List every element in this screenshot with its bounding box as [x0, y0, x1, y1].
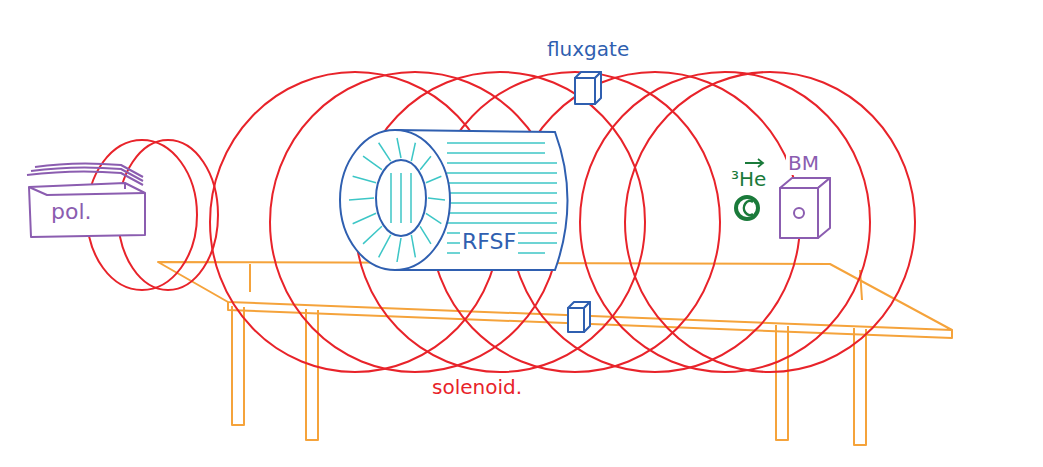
sheet-line — [35, 163, 143, 177]
box-edge — [29, 183, 145, 195]
field-line — [353, 176, 376, 182]
sensor-front — [568, 308, 584, 332]
solenoid — [210, 72, 915, 372]
field-line — [447, 202, 557, 204]
field-line — [447, 172, 557, 174]
box-window — [794, 208, 804, 218]
field-line — [426, 176, 441, 182]
spin-flipper: RFSF — [335, 125, 580, 275]
beam-monitor: BM — [772, 152, 836, 242]
table-top — [158, 262, 952, 330]
cell-inner — [744, 201, 753, 215]
field-line — [411, 143, 415, 161]
box-front — [780, 188, 818, 238]
field-line — [379, 235, 391, 257]
box-outline — [29, 183, 145, 237]
fluxgate-sensor — [568, 302, 590, 332]
solenoid-ring — [580, 72, 870, 372]
field-line — [379, 143, 391, 161]
field-line — [353, 213, 376, 223]
field-line — [411, 235, 415, 257]
field-line — [447, 222, 557, 224]
field-line — [428, 198, 445, 200]
table-leg — [776, 325, 788, 440]
field-line — [363, 156, 382, 170]
table-leg — [854, 328, 866, 445]
field-line — [349, 198, 374, 200]
cell-circle — [736, 197, 758, 219]
table-leg — [232, 306, 244, 425]
field-line — [420, 226, 431, 244]
solenoid-label: solenoid. — [430, 376, 524, 399]
polarization-arrow — [745, 159, 763, 167]
cylinder-bore — [376, 160, 426, 236]
field-line — [363, 226, 382, 244]
helium-cell: ³He — [725, 158, 775, 228]
cylinder-front — [340, 130, 450, 270]
field-line — [397, 238, 401, 262]
field-line — [426, 213, 441, 223]
node-label: ³He — [729, 168, 768, 191]
node-label: BM — [786, 152, 821, 175]
node-label: RFSF — [460, 229, 518, 254]
node-label: fluxgate — [545, 38, 631, 61]
solenoid-ring — [355, 72, 645, 372]
field-line — [420, 156, 431, 170]
field-line — [390, 173, 392, 223]
fluxgate-sensor: fluxgate — [545, 38, 655, 108]
sensor-front — [575, 78, 595, 104]
sheet-line — [31, 167, 143, 181]
table — [158, 262, 952, 445]
field-line — [397, 138, 401, 158]
field-line — [447, 152, 545, 154]
solenoid-ring — [625, 72, 915, 372]
field-line — [447, 212, 557, 214]
node-label: pol. — [49, 199, 94, 224]
spin-flipper-shape — [335, 125, 580, 275]
field-line — [400, 173, 402, 223]
box-side — [818, 178, 830, 238]
field-line — [447, 182, 557, 184]
field-line — [447, 162, 557, 164]
polarizer-box: pol. — [25, 165, 150, 240]
field-line — [410, 173, 412, 223]
field-line — [447, 142, 545, 144]
field-line — [447, 192, 557, 194]
